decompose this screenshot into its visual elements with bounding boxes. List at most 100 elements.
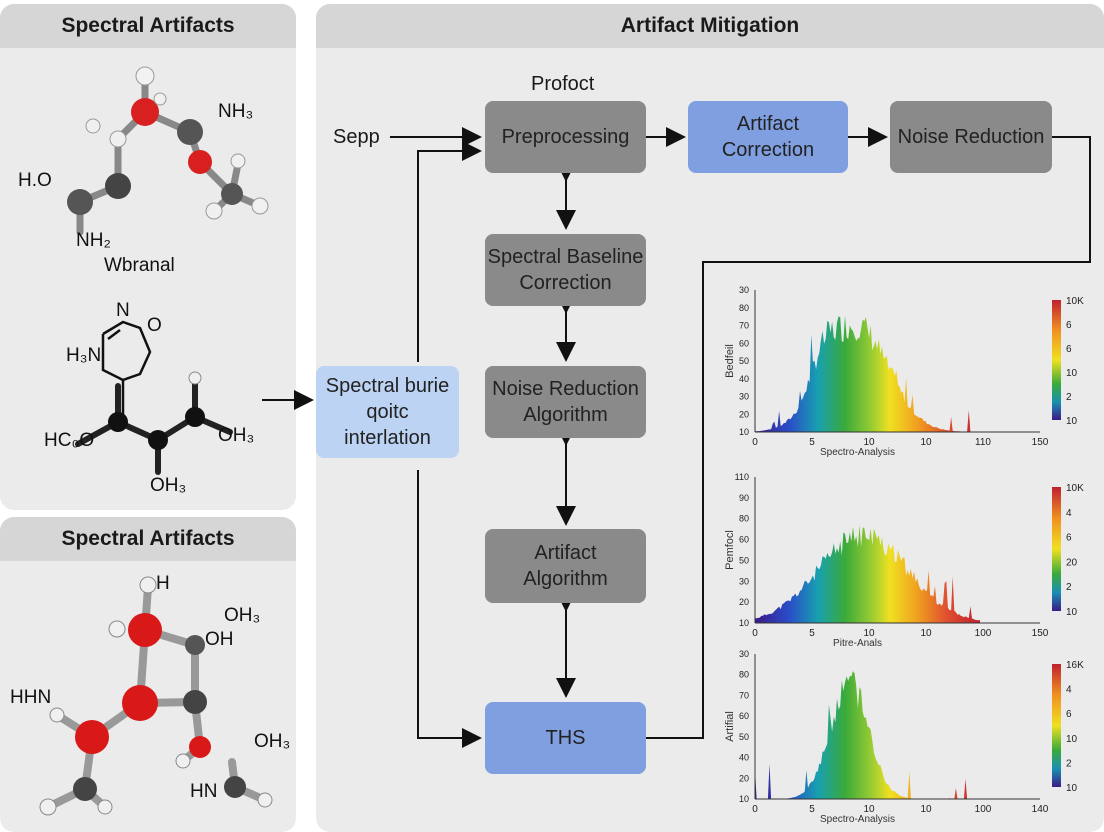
y-tick-label: 40	[739, 753, 749, 763]
colorbar-label: 10	[1066, 734, 1078, 745]
y-axis-label: Pemfocl	[724, 530, 736, 570]
y-tick-label: 40	[739, 374, 749, 384]
y-tick-label: 30	[739, 285, 749, 295]
colorbar-label: 10	[1066, 607, 1078, 618]
panel-title: Spectral Artifacts	[0, 517, 296, 561]
colorbar-label: 2	[1066, 758, 1072, 769]
atom-label: N	[116, 300, 130, 321]
x-tick-label: 150	[1032, 628, 1049, 639]
atom-label: NH₂	[76, 230, 111, 251]
x-tick-label: 0	[752, 628, 758, 639]
spectrum-area	[755, 525, 980, 623]
x-tick-label: 0	[752, 437, 758, 448]
colorbar-label: 6	[1066, 533, 1072, 544]
y-tick-label: 90	[739, 493, 749, 503]
atom-label: HHN	[10, 687, 52, 708]
y-axis-label: Bedfeil	[724, 344, 736, 378]
y-axis-label: Artifial	[724, 711, 736, 742]
colorbar-label: 4	[1066, 508, 1072, 519]
y-tick-label: 70	[739, 690, 749, 700]
atom-label: H₃N	[66, 345, 102, 366]
colorbar	[1052, 664, 1061, 787]
y-tick-label: 60	[739, 711, 749, 721]
molecule-name: Wbranal	[104, 255, 175, 276]
colorbar-label: 6	[1066, 709, 1072, 720]
y-tick-label: 30	[739, 576, 749, 586]
y-tick-label: 10	[739, 794, 749, 804]
y-tick-label: 30	[739, 649, 749, 659]
x-tick-label: 10	[863, 437, 875, 448]
y-tick-label: 10	[739, 618, 749, 628]
colorbar-label: 10	[1066, 416, 1078, 427]
y-tick-label: 80	[739, 303, 749, 313]
panel-title: Spectral Artifacts	[0, 4, 296, 48]
colorbar-label: 6	[1066, 344, 1072, 355]
y-tick-label: 60	[739, 535, 749, 545]
atom-label: OH₃	[254, 731, 291, 752]
colorbar-label: 2	[1066, 392, 1072, 403]
colorbar-label: 6	[1066, 320, 1072, 331]
preprocessing-box[interactable]: Preprocessing	[485, 101, 646, 173]
panel-title: Artifact Mitigation	[316, 4, 1104, 48]
molecule-1	[67, 66, 269, 475]
x-tick-label: 5	[809, 804, 815, 815]
x-tick-label: 10	[920, 437, 932, 448]
colorbar-label: 10K	[1066, 296, 1084, 307]
y-tick-label: 20	[739, 773, 749, 783]
atom-label: HC₀O	[44, 430, 95, 451]
ths-box[interactable]: THS	[485, 702, 646, 774]
atom-label: NH₃	[218, 101, 254, 122]
y-tick-label: 60	[739, 338, 749, 348]
sepp-label: Sepp	[333, 126, 380, 148]
box-label: Noise Reduction	[897, 126, 1045, 148]
y-tick-label: 30	[739, 392, 749, 402]
colorbar-label: 4	[1066, 685, 1072, 696]
molecule-2	[39, 576, 273, 816]
atom-label: H	[156, 573, 170, 594]
x-tick-label: 10	[920, 804, 932, 815]
colorbar-label: 10K	[1066, 483, 1084, 494]
atom-label: HN	[190, 781, 218, 802]
colorbar-label: 20	[1066, 557, 1078, 568]
y-tick-label: 50	[739, 356, 749, 366]
colorbar-label: 16K	[1066, 660, 1084, 671]
y-tick-label: 10	[739, 427, 749, 437]
x-axis-label: Pitre-Anals	[833, 638, 882, 649]
atom-label: OH₃	[150, 475, 187, 496]
colorbar	[1052, 487, 1061, 611]
y-tick-label: 80	[739, 670, 749, 680]
atom-label: H.O	[18, 170, 52, 191]
colorbar-label: 10	[1066, 368, 1078, 379]
y-tick-label: 50	[739, 555, 749, 565]
spectrum-area	[755, 315, 980, 432]
profoct-label: Profoct	[531, 73, 595, 95]
noise-reduction-box[interactable]: Noise Reduction	[890, 101, 1052, 173]
y-tick-label: 20	[739, 409, 749, 419]
y-tick-label: 110	[735, 472, 749, 482]
colorbar	[1052, 300, 1061, 420]
y-tick-label: 80	[739, 514, 749, 524]
atom-label: OH₃	[224, 605, 261, 626]
x-tick-label: 150	[1032, 437, 1049, 448]
x-tick-label: 100	[975, 804, 992, 815]
atom-label: OH	[205, 629, 234, 650]
x-tick-label: 5	[809, 628, 815, 639]
spectrum-area	[755, 671, 980, 799]
x-tick-label: 0	[752, 804, 758, 815]
x-tick-label: 100	[975, 628, 992, 639]
box-label: THS	[545, 727, 586, 749]
x-tick-label: 5	[809, 437, 815, 448]
colorbar-label: 10	[1066, 783, 1078, 794]
